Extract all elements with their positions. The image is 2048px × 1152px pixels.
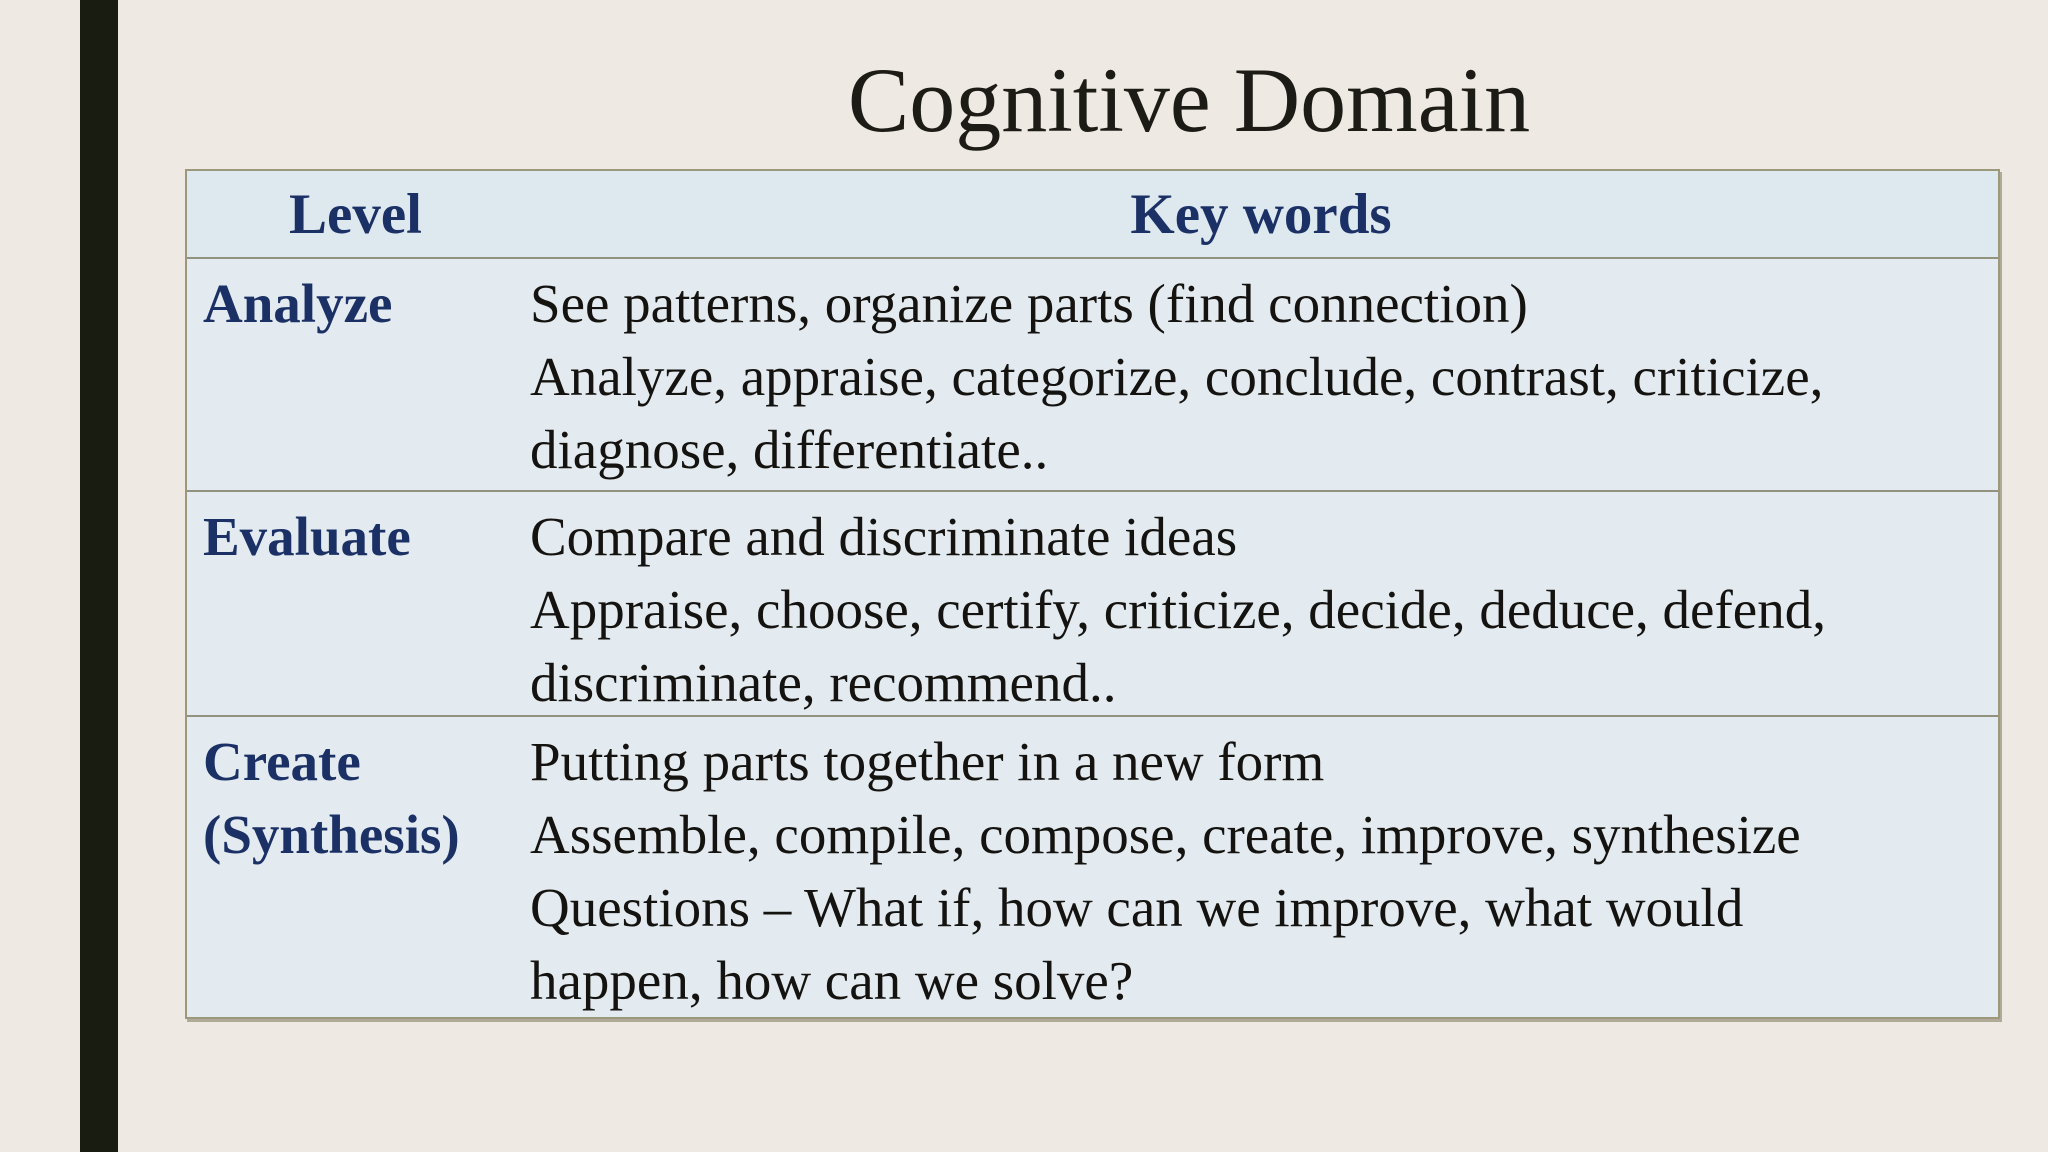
row-label-line: Analyze — [203, 273, 393, 334]
keywords-line: Putting parts together in a new form — [530, 731, 1325, 792]
slide-title: Cognitive Domain — [847, 49, 1531, 151]
row-label-line: (Synthesis) — [203, 804, 460, 865]
left-accent-bar — [80, 0, 118, 1152]
keywords-line: Appraise, choose, certify, criticize, de… — [530, 579, 1826, 640]
keywords-line: Compare and discriminate ideas — [530, 506, 1238, 567]
header-level: Level — [289, 182, 422, 246]
row-create-label: Create (Synthesis) — [187, 717, 524, 1017]
cognitive-domain-table: Level Key words Analyze See patterns, or… — [185, 169, 2000, 1019]
keywords-line: happen, how can we solve? — [530, 950, 1134, 1011]
keywords-line: discriminate, recommend.. — [530, 652, 1117, 713]
keywords-line: Assemble, compile, compose, create, impr… — [530, 804, 1801, 865]
table-row-create-synthesis: Create (Synthesis) Putting parts togethe… — [187, 715, 1998, 1017]
keywords-line: Analyze, appraise, categorize, conclude,… — [530, 346, 1824, 407]
row-label-line: Create — [203, 731, 361, 792]
keywords-line: diagnose, differentiate.. — [530, 419, 1049, 480]
row-evaluate-label: Evaluate — [187, 492, 524, 715]
keywords-line: Questions – What if, how can we improve,… — [530, 877, 1744, 938]
row-label-line: Evaluate — [203, 506, 411, 567]
header-keywords: Key words — [1130, 182, 1392, 246]
row-create-keywords: Putting parts together in a new form Ass… — [524, 717, 1998, 1017]
row-analyze-label: Analyze — [187, 259, 524, 490]
row-evaluate-keywords: Compare and discriminate ideas Appraise,… — [524, 492, 1998, 715]
keywords-line: See patterns, organize parts (find conne… — [530, 273, 1528, 334]
table-row-analyze: Analyze See patterns, organize parts (fi… — [187, 257, 1998, 490]
table-row-evaluate: Evaluate Compare and discriminate ideas … — [187, 490, 1998, 715]
row-analyze-keywords: See patterns, organize parts (find conne… — [524, 259, 1998, 490]
table-header-row: Level Key words — [187, 171, 1998, 257]
